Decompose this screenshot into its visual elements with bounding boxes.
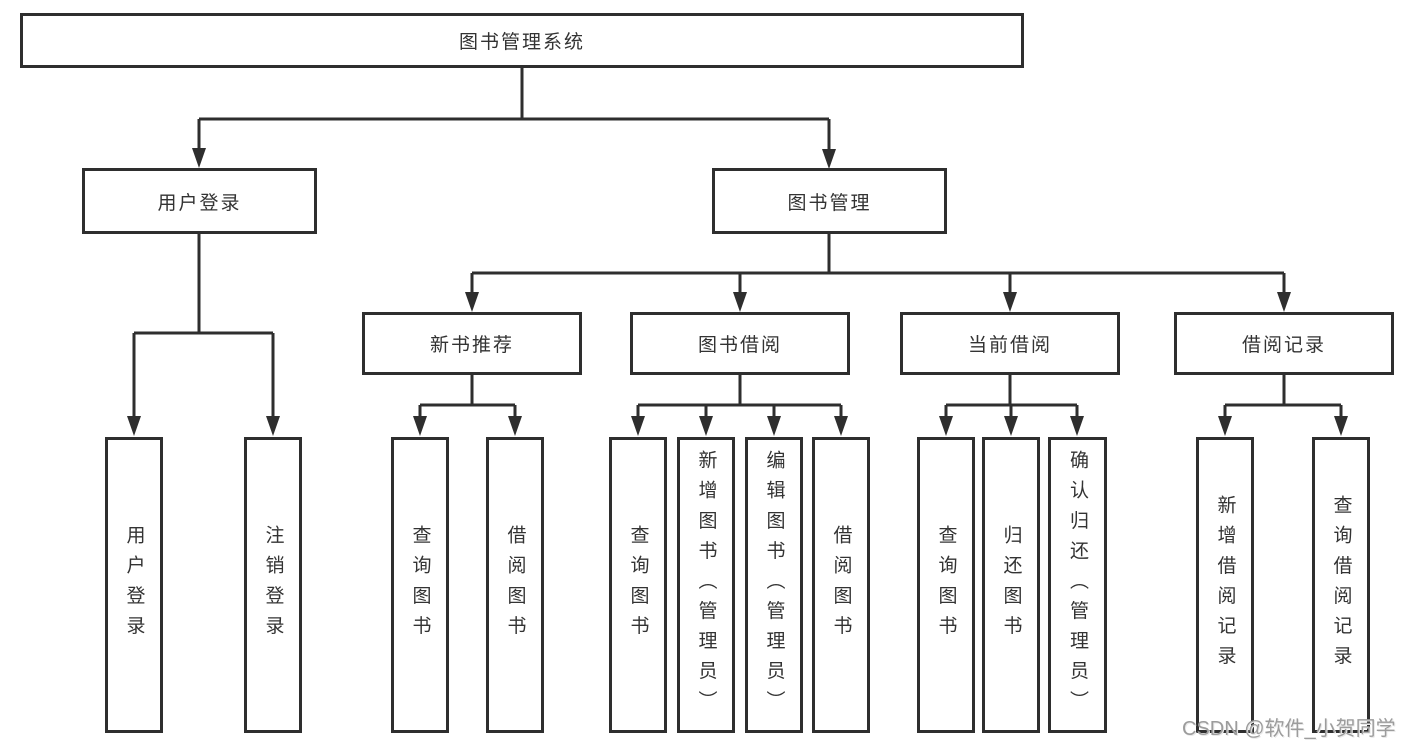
node-borrow-records: 借阅记录 bbox=[1174, 312, 1394, 375]
leaf-borrow-edit-books-admin: 编辑图书（管理员） bbox=[745, 437, 803, 733]
node-label: 图书管理 bbox=[787, 192, 872, 214]
node-new-book-recommend: 新书推荐 bbox=[362, 312, 582, 375]
leaf-current-return-books: 归还图书 bbox=[982, 437, 1040, 733]
node-label: 查询图书 bbox=[627, 524, 649, 646]
node-book-borrow: 图书借阅 bbox=[630, 312, 850, 375]
node-label: 借阅图书 bbox=[504, 524, 526, 646]
leaf-current-confirm-return-admin: 确认归还（管理员） bbox=[1048, 437, 1107, 733]
leaf-current-query-books: 查询图书 bbox=[917, 437, 975, 733]
node-label: 查询借阅记录 bbox=[1330, 494, 1352, 676]
node-label: 查询图书 bbox=[935, 524, 957, 646]
arrowheads bbox=[127, 148, 1348, 436]
leaf-user-login: 用户登录 bbox=[105, 437, 163, 733]
node-label: 新书推荐 bbox=[429, 335, 514, 356]
leaf-records-add-record: 新增借阅记录 bbox=[1196, 437, 1254, 733]
leaf-records-query-record: 查询借阅记录 bbox=[1312, 437, 1370, 733]
node-label: 确认归还（管理员） bbox=[1067, 449, 1088, 721]
node-label: 当前借阅 bbox=[967, 335, 1052, 356]
node-label: 图书管理系统 bbox=[458, 32, 585, 53]
leaf-recommend-query-books: 查询图书 bbox=[391, 437, 449, 733]
csdn-watermark: CSDN @软件_小贺同学 bbox=[1182, 718, 1396, 740]
leaf-borrow-query-books: 查询图书 bbox=[609, 437, 667, 733]
node-label: 查询图书 bbox=[409, 524, 431, 646]
node-label: 注销登录 bbox=[262, 524, 284, 646]
node-label: 借阅图书 bbox=[830, 524, 852, 646]
leaf-borrow-add-books-admin: 新增图书（管理员） bbox=[677, 437, 735, 733]
node-label: 新增借阅记录 bbox=[1214, 494, 1236, 676]
leaf-recommend-borrow-books: 借阅图书 bbox=[486, 437, 544, 733]
node-label: 归还图书 bbox=[1000, 524, 1022, 646]
node-label: 新增图书（管理员） bbox=[695, 449, 717, 721]
node-label: 用户登录 bbox=[157, 192, 242, 214]
node-current-borrow: 当前借阅 bbox=[900, 312, 1120, 375]
node-user-login-group: 用户登录 bbox=[82, 168, 317, 234]
leaf-logout: 注销登录 bbox=[244, 437, 302, 733]
node-library-system: 图书管理系统 bbox=[20, 13, 1024, 68]
node-label: 编辑图书（管理员） bbox=[763, 449, 785, 721]
node-label: 图书借阅 bbox=[697, 335, 782, 356]
node-label: 借阅记录 bbox=[1241, 335, 1326, 356]
node-book-management: 图书管理 bbox=[712, 168, 947, 234]
node-label: 用户登录 bbox=[123, 524, 145, 646]
leaf-borrow-borrow-books: 借阅图书 bbox=[812, 437, 870, 733]
